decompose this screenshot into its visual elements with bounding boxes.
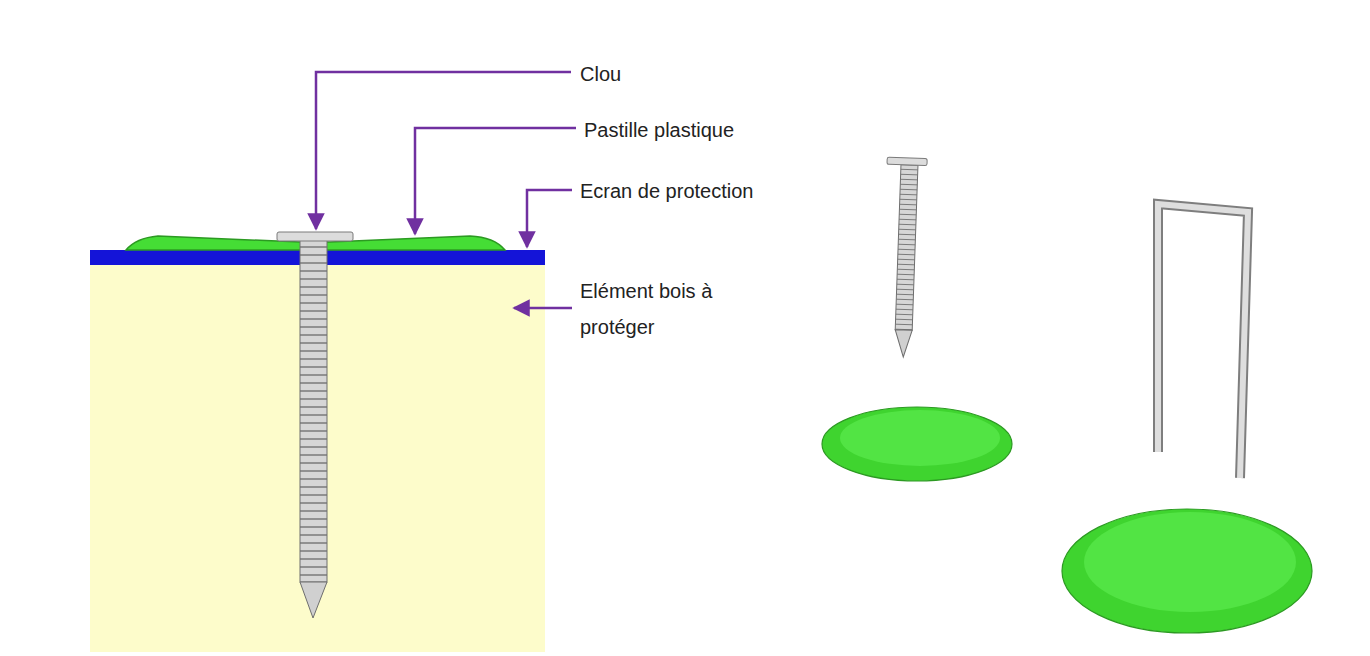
washer-top bbox=[1084, 512, 1296, 612]
part-label: Pastille plastique bbox=[584, 112, 734, 148]
staple-face bbox=[1158, 204, 1248, 478]
nail-shank bbox=[895, 165, 918, 330]
leader-line bbox=[316, 72, 571, 229]
loose-nail bbox=[880, 157, 927, 357]
part-label: Ecran de protection bbox=[580, 173, 753, 209]
leader-line bbox=[415, 128, 576, 234]
part-label: Clou bbox=[580, 56, 621, 92]
nail-shank bbox=[300, 240, 327, 582]
part-label: Elément bois à protéger bbox=[580, 273, 750, 345]
nail-tip bbox=[300, 582, 327, 618]
leader-line bbox=[514, 307, 572, 310]
leader-line bbox=[527, 190, 572, 247]
washer-disc bbox=[822, 407, 1012, 481]
washer-top bbox=[840, 410, 1000, 466]
nail-head bbox=[277, 232, 353, 241]
nail-tip bbox=[894, 330, 912, 358]
washer-disc bbox=[1062, 509, 1312, 633]
nail-head bbox=[887, 157, 927, 165]
staple bbox=[1158, 204, 1248, 478]
